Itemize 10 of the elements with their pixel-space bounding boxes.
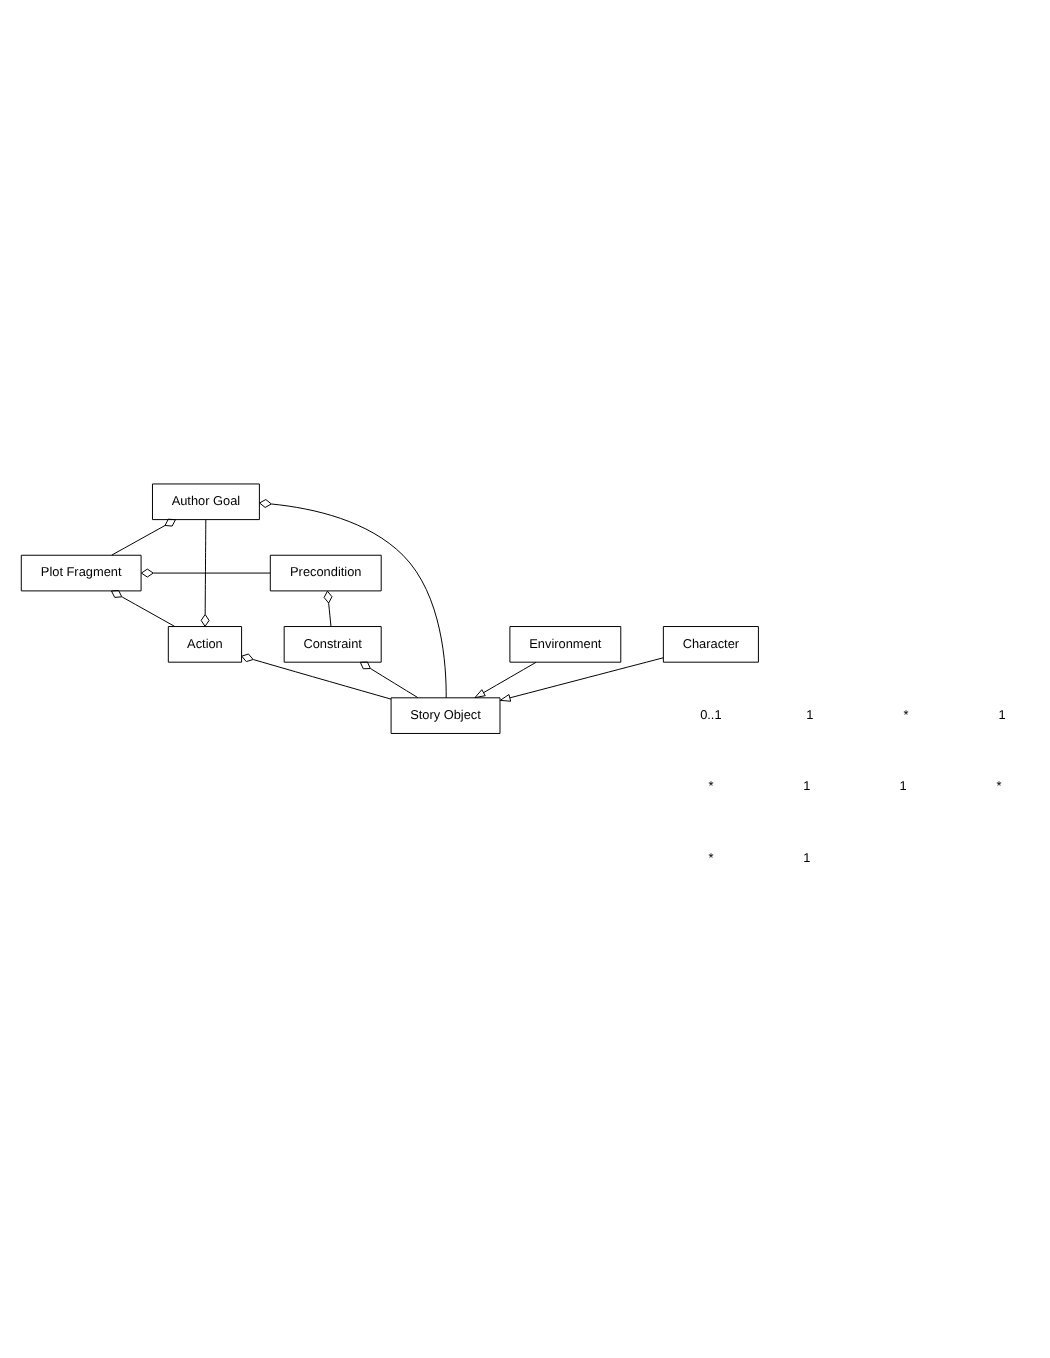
- connector: [140, 567, 271, 577]
- arrow: [474, 660, 537, 698]
- connector: [359, 660, 419, 698]
- connector: [323, 589, 333, 626]
- connector: [200, 518, 210, 626]
- connector: [110, 588, 176, 626]
- connector: [111, 517, 176, 555]
- connector: [241, 652, 392, 699]
- connector: [259, 498, 447, 698]
- arrow: [499, 656, 664, 701]
